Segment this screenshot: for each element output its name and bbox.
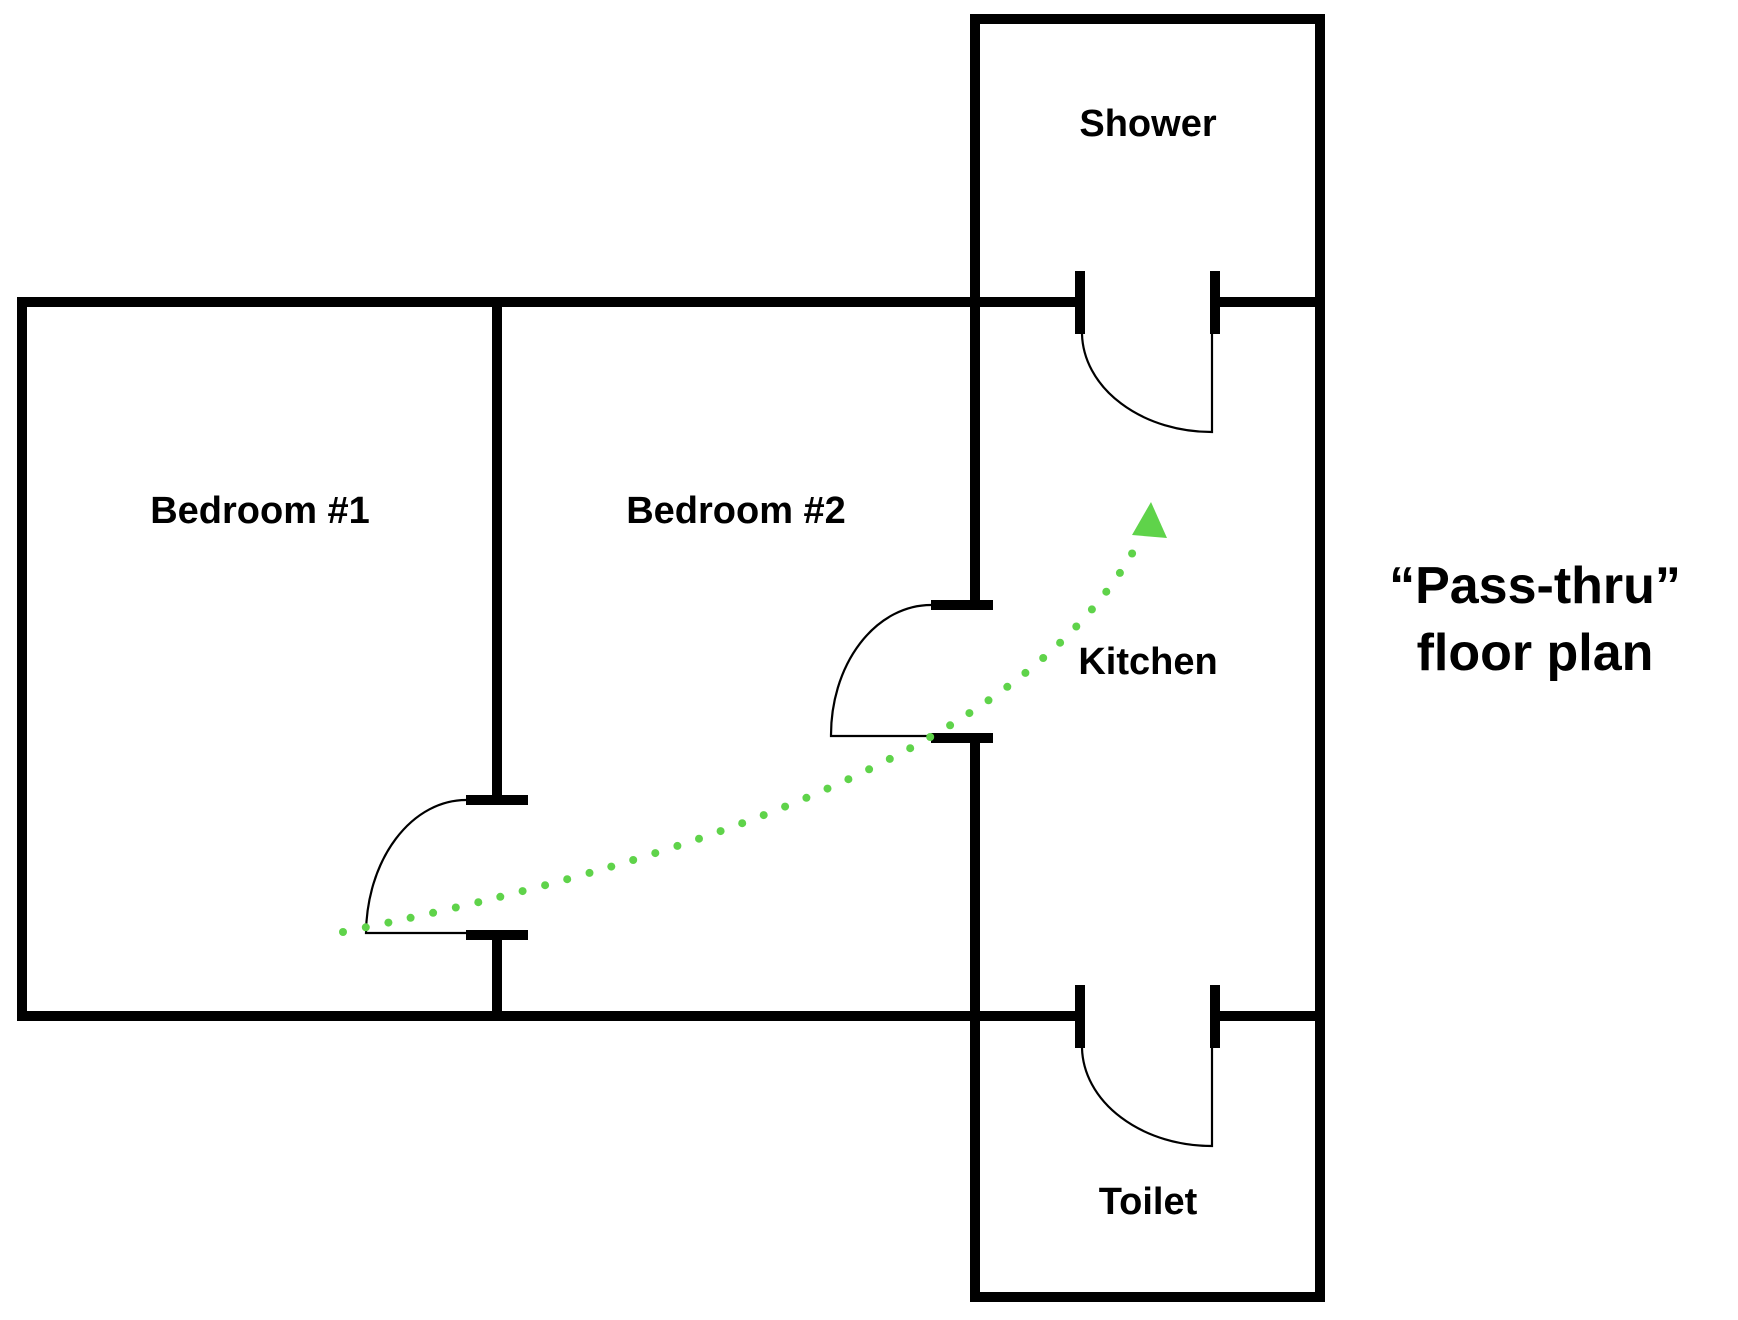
path-dot [695,834,703,843]
room-label-bedroom-2: Bedroom #2 [626,490,846,532]
path-dot [673,841,682,850]
pass-thru-path [339,549,1137,936]
room-label-bedroom-1: Bedroom #1 [150,490,370,532]
path-dot [541,881,550,890]
path-dot [474,898,483,907]
path-dot [865,765,874,774]
path-dot [339,928,347,936]
path-dot [429,908,438,917]
path-dot [1128,549,1137,558]
diagram-title-line-2: floor plan [1417,624,1654,682]
bedroom2-door-swing [829,603,932,738]
path-dot [1072,622,1081,631]
path-dot [1102,587,1111,596]
path-dot [406,913,415,922]
door-jambs [466,271,1220,1048]
path-dot [946,721,955,730]
room-label-toilet: Toilet [1099,1181,1198,1223]
path-dot [651,849,660,858]
path-dot [802,793,811,802]
path-dot [1056,638,1065,647]
path-dot [984,696,993,705]
path-dot [1087,605,1096,614]
path-dot [585,868,594,877]
path-dot [1003,682,1012,691]
diagram-title-line-1: “Pass-thru” [1389,557,1681,615]
path-dot [906,744,915,753]
path-dot [885,754,894,763]
path-dot [1115,568,1124,577]
path-dot [823,784,832,793]
path-dot [361,923,370,932]
path-dot [607,862,616,871]
path-dot [781,802,790,811]
path-dot [1039,654,1048,662]
room-label-shower: Shower [1079,103,1216,145]
shower-door-swing [1080,333,1214,434]
path-dot [384,918,393,927]
path-dot [759,811,768,820]
path-dot [451,903,460,912]
path-dot [926,733,935,741]
path-dot [716,827,725,836]
path-dot [738,819,747,828]
path-dot [518,887,527,896]
path-dot [1021,668,1030,677]
path-dot [965,709,974,718]
room-label-kitchen: Kitchen [1078,641,1217,683]
path-dot [629,856,638,864]
toilet-door-swing [1080,1047,1214,1148]
door-swings [364,333,1214,1148]
walls [17,14,1325,1302]
arrowhead-icon [1132,502,1167,538]
path-dot [496,892,505,901]
bedroom1-door-swing [364,798,467,935]
path-dot [844,775,853,784]
path-dot [563,875,572,884]
